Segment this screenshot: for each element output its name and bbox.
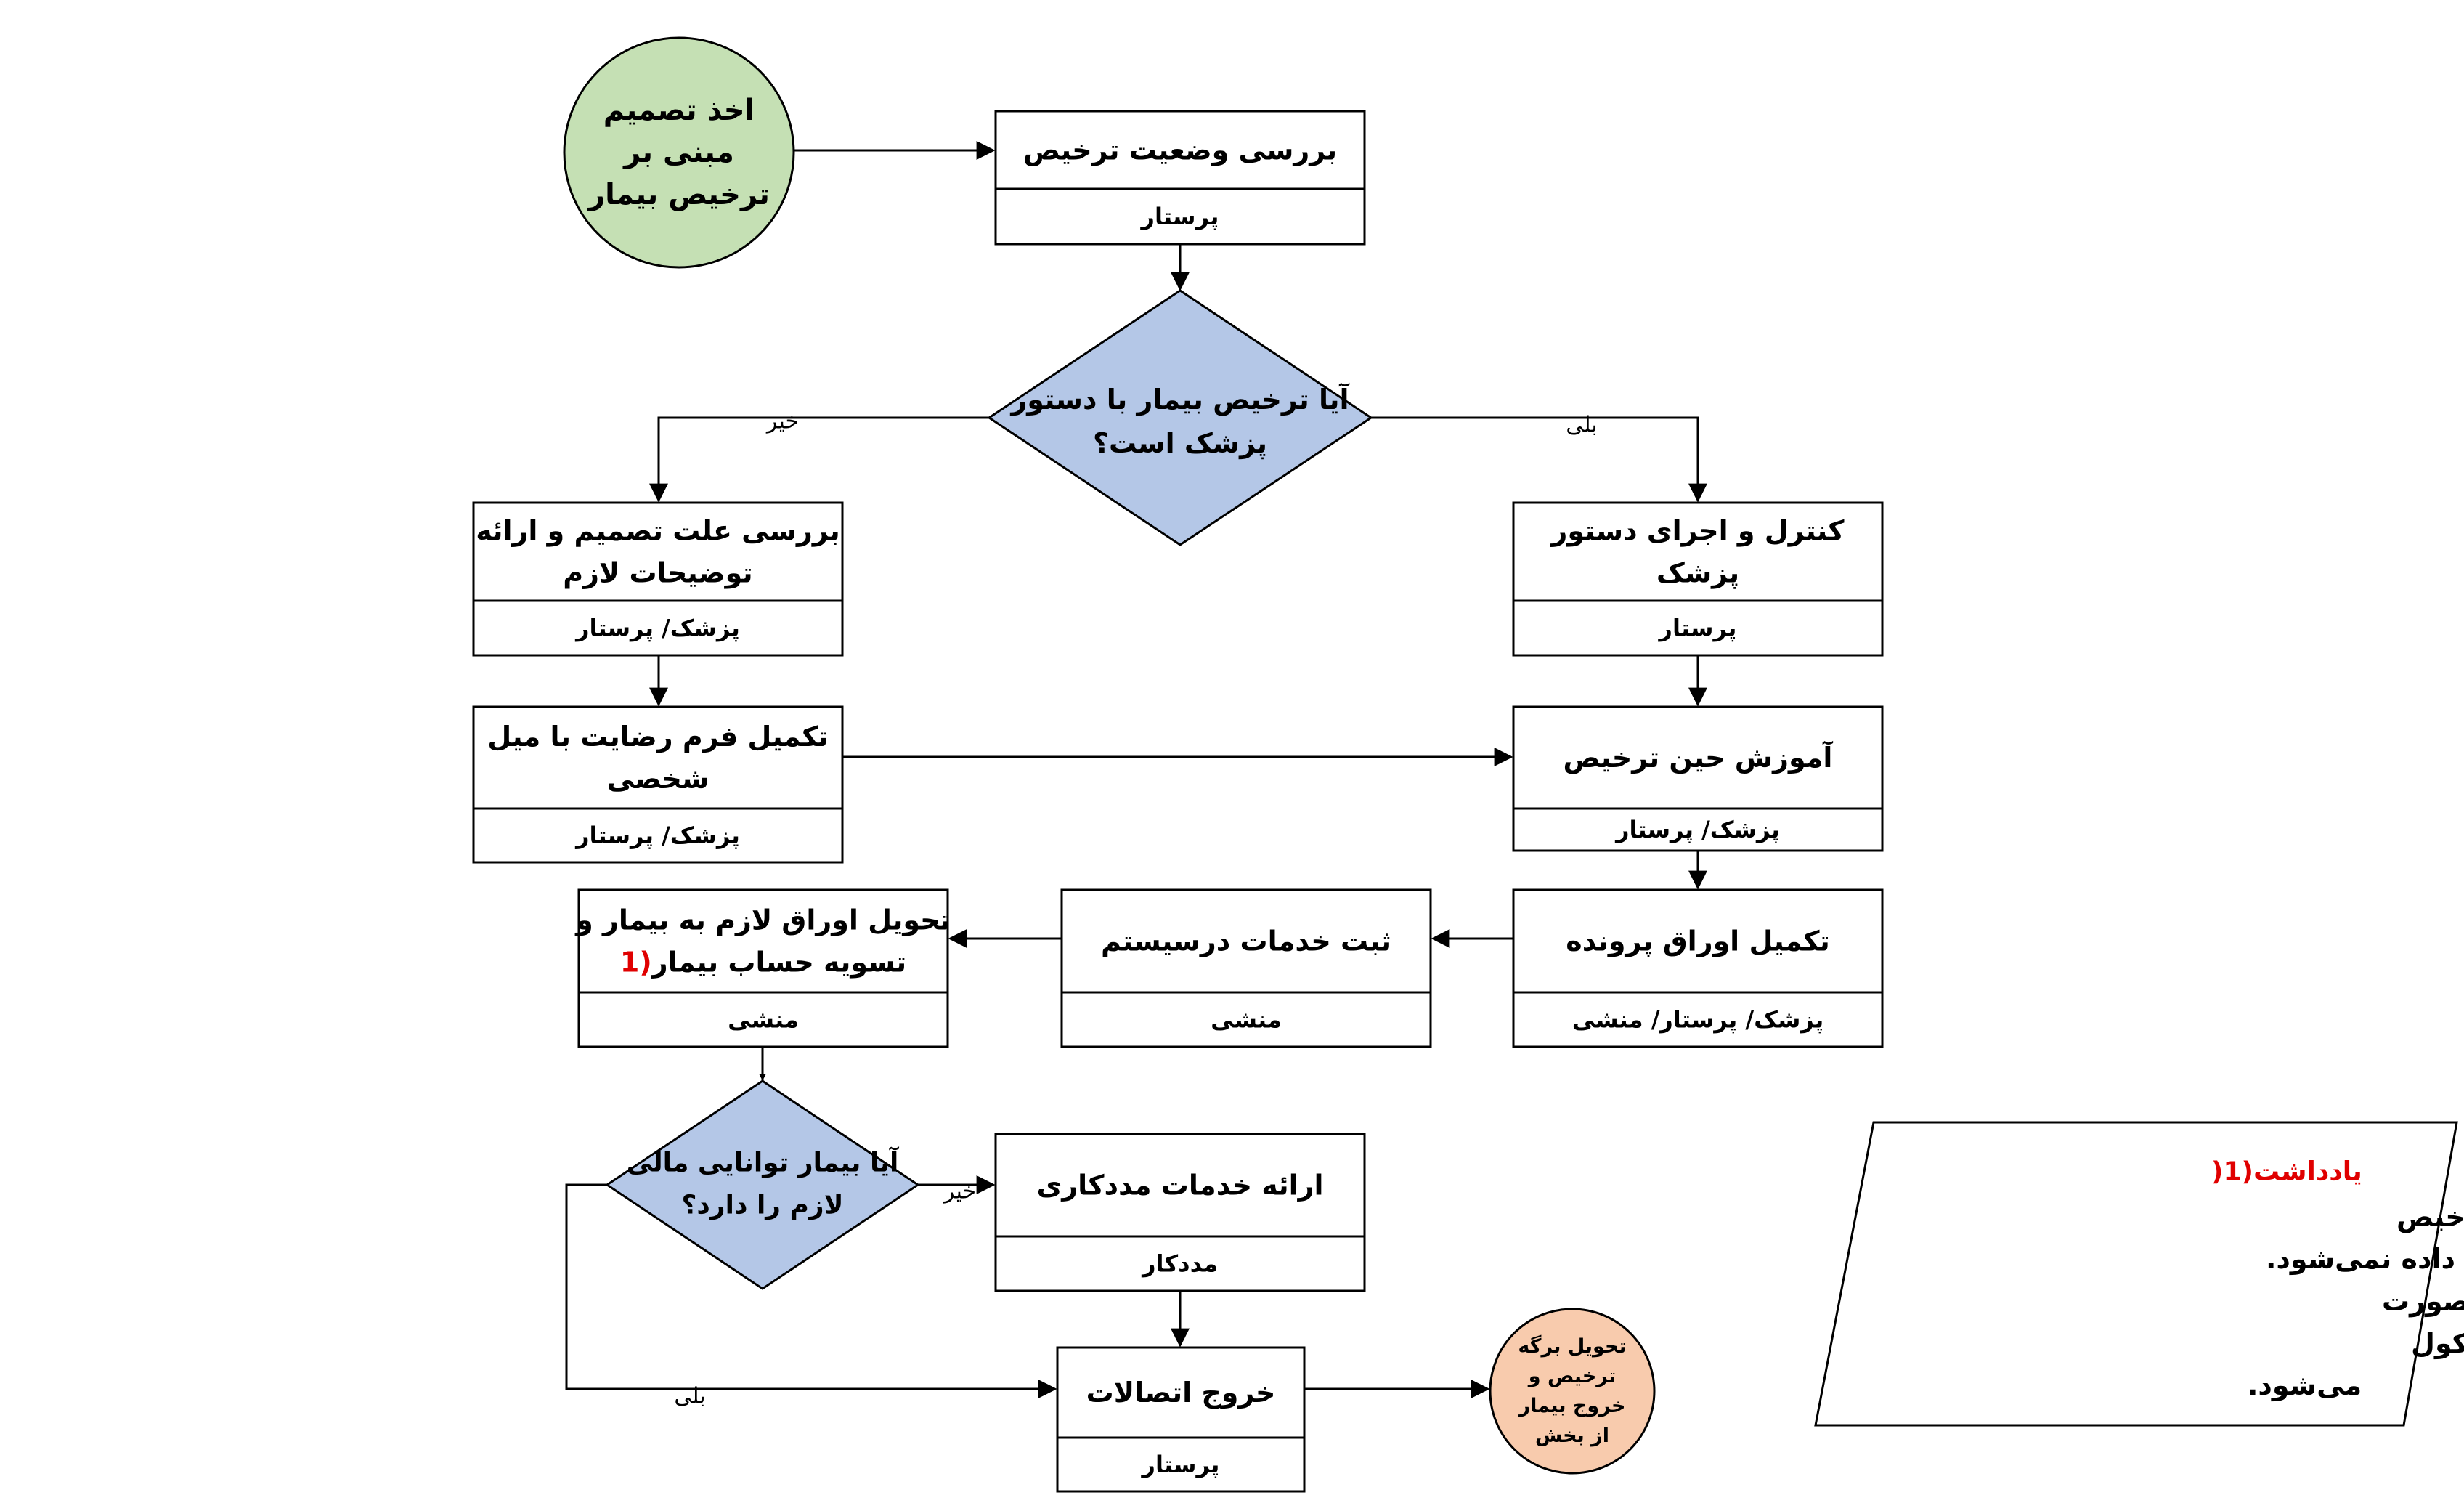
edge-decision-yes [1371, 416, 1707, 503]
start-label: ترخیص بیمار [587, 178, 770, 211]
process-remove-lines: خروج اتصالات پرستار [1056, 1346, 1306, 1493]
process-complete-file-shape [1512, 888, 1884, 1048]
process-control-order: کنترل و اجرای دستور پزشک پرستار [1512, 501, 1884, 657]
nodes: بررسی وضعیت ترخیص پرستار بررسی علت تصمیم و… [472, 36, 2464, 1493]
process-review-reason-shape [472, 501, 844, 657]
edge-label-financial-yes: بلی [674, 1384, 705, 1409]
edge-label-no: خیر [765, 409, 799, 434]
process-complete-file-role: پزشک/ پرستار/ منشی [1572, 1006, 1824, 1034]
start-label: اخذ تصمیم [603, 94, 755, 127]
process-education-role: پزشک/ پرستار [1614, 816, 1780, 843]
process-social-work: ارائه خدمات مددکاری مددکار [994, 1133, 1366, 1292]
edge-label-yes: بلی [1566, 413, 1597, 438]
process-social-work-shape [994, 1133, 1366, 1292]
process-register-system-label: ثبت خدمات درسیستم [1101, 925, 1391, 958]
decision-financial-shape [605, 1079, 920, 1290]
process-consent-form-label: شخصی [607, 763, 709, 795]
end-label: تحویل برگه [1518, 1334, 1626, 1358]
end-circle [1489, 1308, 1656, 1475]
note-shape [1814, 1121, 2458, 1427]
process-remove-lines-shape [1056, 1346, 1306, 1493]
process-consent-form-role: پزشک/ پرستار [574, 822, 740, 849]
process-education-label: آموزش حین ترخیص [1564, 740, 1834, 774]
process-consent-form: تکمیل فرم رضایت با میل شخصی پزشک/ پرستار [472, 705, 844, 864]
process-review-status-role: پرستار [1140, 203, 1219, 230]
process-review-status: بررسی وضعیت ترخیص پرستار [994, 110, 1366, 246]
process-deliver-papers-label: تحویل اوراق لازم به بیمار و [574, 904, 951, 937]
note-line: می‌شود. [2248, 1369, 2362, 1401]
process-review-status-label: بررسی وضعیت ترخیص [1023, 134, 1337, 167]
decision-discharge-order-shape [987, 289, 1373, 546]
process-review-reason-label: توضیحات لازم [563, 557, 752, 590]
process-remove-lines-role: پرستار [1141, 1451, 1220, 1478]
process-social-work-label: ارائه خدمات مددکاری [1036, 1170, 1323, 1202]
note-line: درشیفت‌های شب ترخیص بالینی صورت [2382, 1285, 2464, 1317]
process-social-work-role: مددکار [1141, 1250, 1218, 1278]
process-education: آموزش حین ترخیص پزشک/ پرستار [1512, 705, 1884, 852]
edge-decision-no [649, 416, 989, 503]
process-consent-form-shape [472, 705, 844, 864]
end-label: خروج بیمار [1518, 1395, 1626, 1417]
process-deliver-papers-label: تسویه حساب بیمار(1 [620, 947, 906, 979]
start-label: مبنی بر [622, 136, 734, 169]
process-education-shape [1512, 705, 1884, 852]
process-remove-lines-label: خروج اتصالات [1086, 1377, 1276, 1409]
start-circle [563, 36, 795, 269]
process-control-order-label: پزشک [1656, 557, 1739, 589]
process-control-order-label: کنترل و اجرای دستور [1550, 515, 1845, 548]
process-review-reason-role: پزشک/ پرستار [574, 615, 740, 642]
process-control-order-role: پرستار [1658, 615, 1737, 642]
process-deliver-papers-note-marker: (1 [620, 947, 652, 979]
process-review-reason-label: بررسی علت تصمیم و ارائه [476, 515, 840, 548]
process-complete-file: تکمیل اوراق پرونده پزشک/ پرستار/ منشی [1512, 888, 1884, 1048]
process-review-status-shape [994, 110, 1366, 246]
process-control-order-shape [1512, 501, 1884, 657]
process-review-reason: بررسی علت تصمیم و ارائه توضیحات لازم پزشک/… [472, 501, 844, 657]
start-node: اخذ تصمیم مبنی بر ترخیص بیمار [563, 36, 795, 269]
note-box: یادداشت(1( در شیفت‌های عصرپرونده به واحد … [1814, 1121, 2464, 1427]
edge-financial-yes [565, 1183, 1057, 1398]
edge-label-financial-no: خیر [943, 1179, 976, 1204]
process-register-system: ثبت خدمات درسیستم منشی [1060, 888, 1432, 1048]
decision-discharge-order: آیا ترخیص بیمار با دستور پزشک است؟ [987, 289, 1373, 546]
process-deliver-papers-role: منشی [728, 1006, 799, 1034]
end-node: تحویل برگه ترخیص و خروج بیمار از بخش [1489, 1308, 1656, 1475]
decision-discharge-order-label: پزشک است؟ [1093, 427, 1267, 459]
decision-financial-label: لازم را دارد؟ [682, 1191, 844, 1220]
end-label: از بخش [1535, 1425, 1609, 1447]
decision-financial: آیا بیمار توانایی مالی لازم را دارد؟ [605, 1079, 920, 1290]
process-register-system-role: منشی [1211, 1006, 1282, 1034]
process-register-system-shape [1060, 888, 1432, 1048]
process-consent-form-label: تکمیل فرم رضایت با میل [487, 721, 828, 753]
note-line: تحویل داده نمی‌شود. [2266, 1243, 2464, 1275]
decision-discharge-order-label: آیا ترخیص بیمار با دستور [1009, 382, 1349, 416]
process-deliver-papers: تحویل اوراق لازم به بیمار و تسویه حساب بی… [574, 888, 951, 1048]
note-line: در شیفت‌های عصرپرونده به واحد ترخیص [2396, 1201, 2464, 1233]
process-complete-file-label: تکمیل اوراق پرونده [1566, 925, 1829, 958]
note-title: یادداشت(1( [2211, 1157, 2362, 1187]
end-label: ترخیص و [1527, 1365, 1616, 1387]
decision-financial-label: آیا بیمار توانایی مالی [627, 1146, 900, 1178]
note-line: می‌گیرد ولی ترخیص مالی به روز بعد موکول [2411, 1327, 2464, 1360]
process-deliver-papers-shape [577, 888, 949, 1048]
connectors: خیر بلی خیر بلی [565, 141, 1707, 1409]
